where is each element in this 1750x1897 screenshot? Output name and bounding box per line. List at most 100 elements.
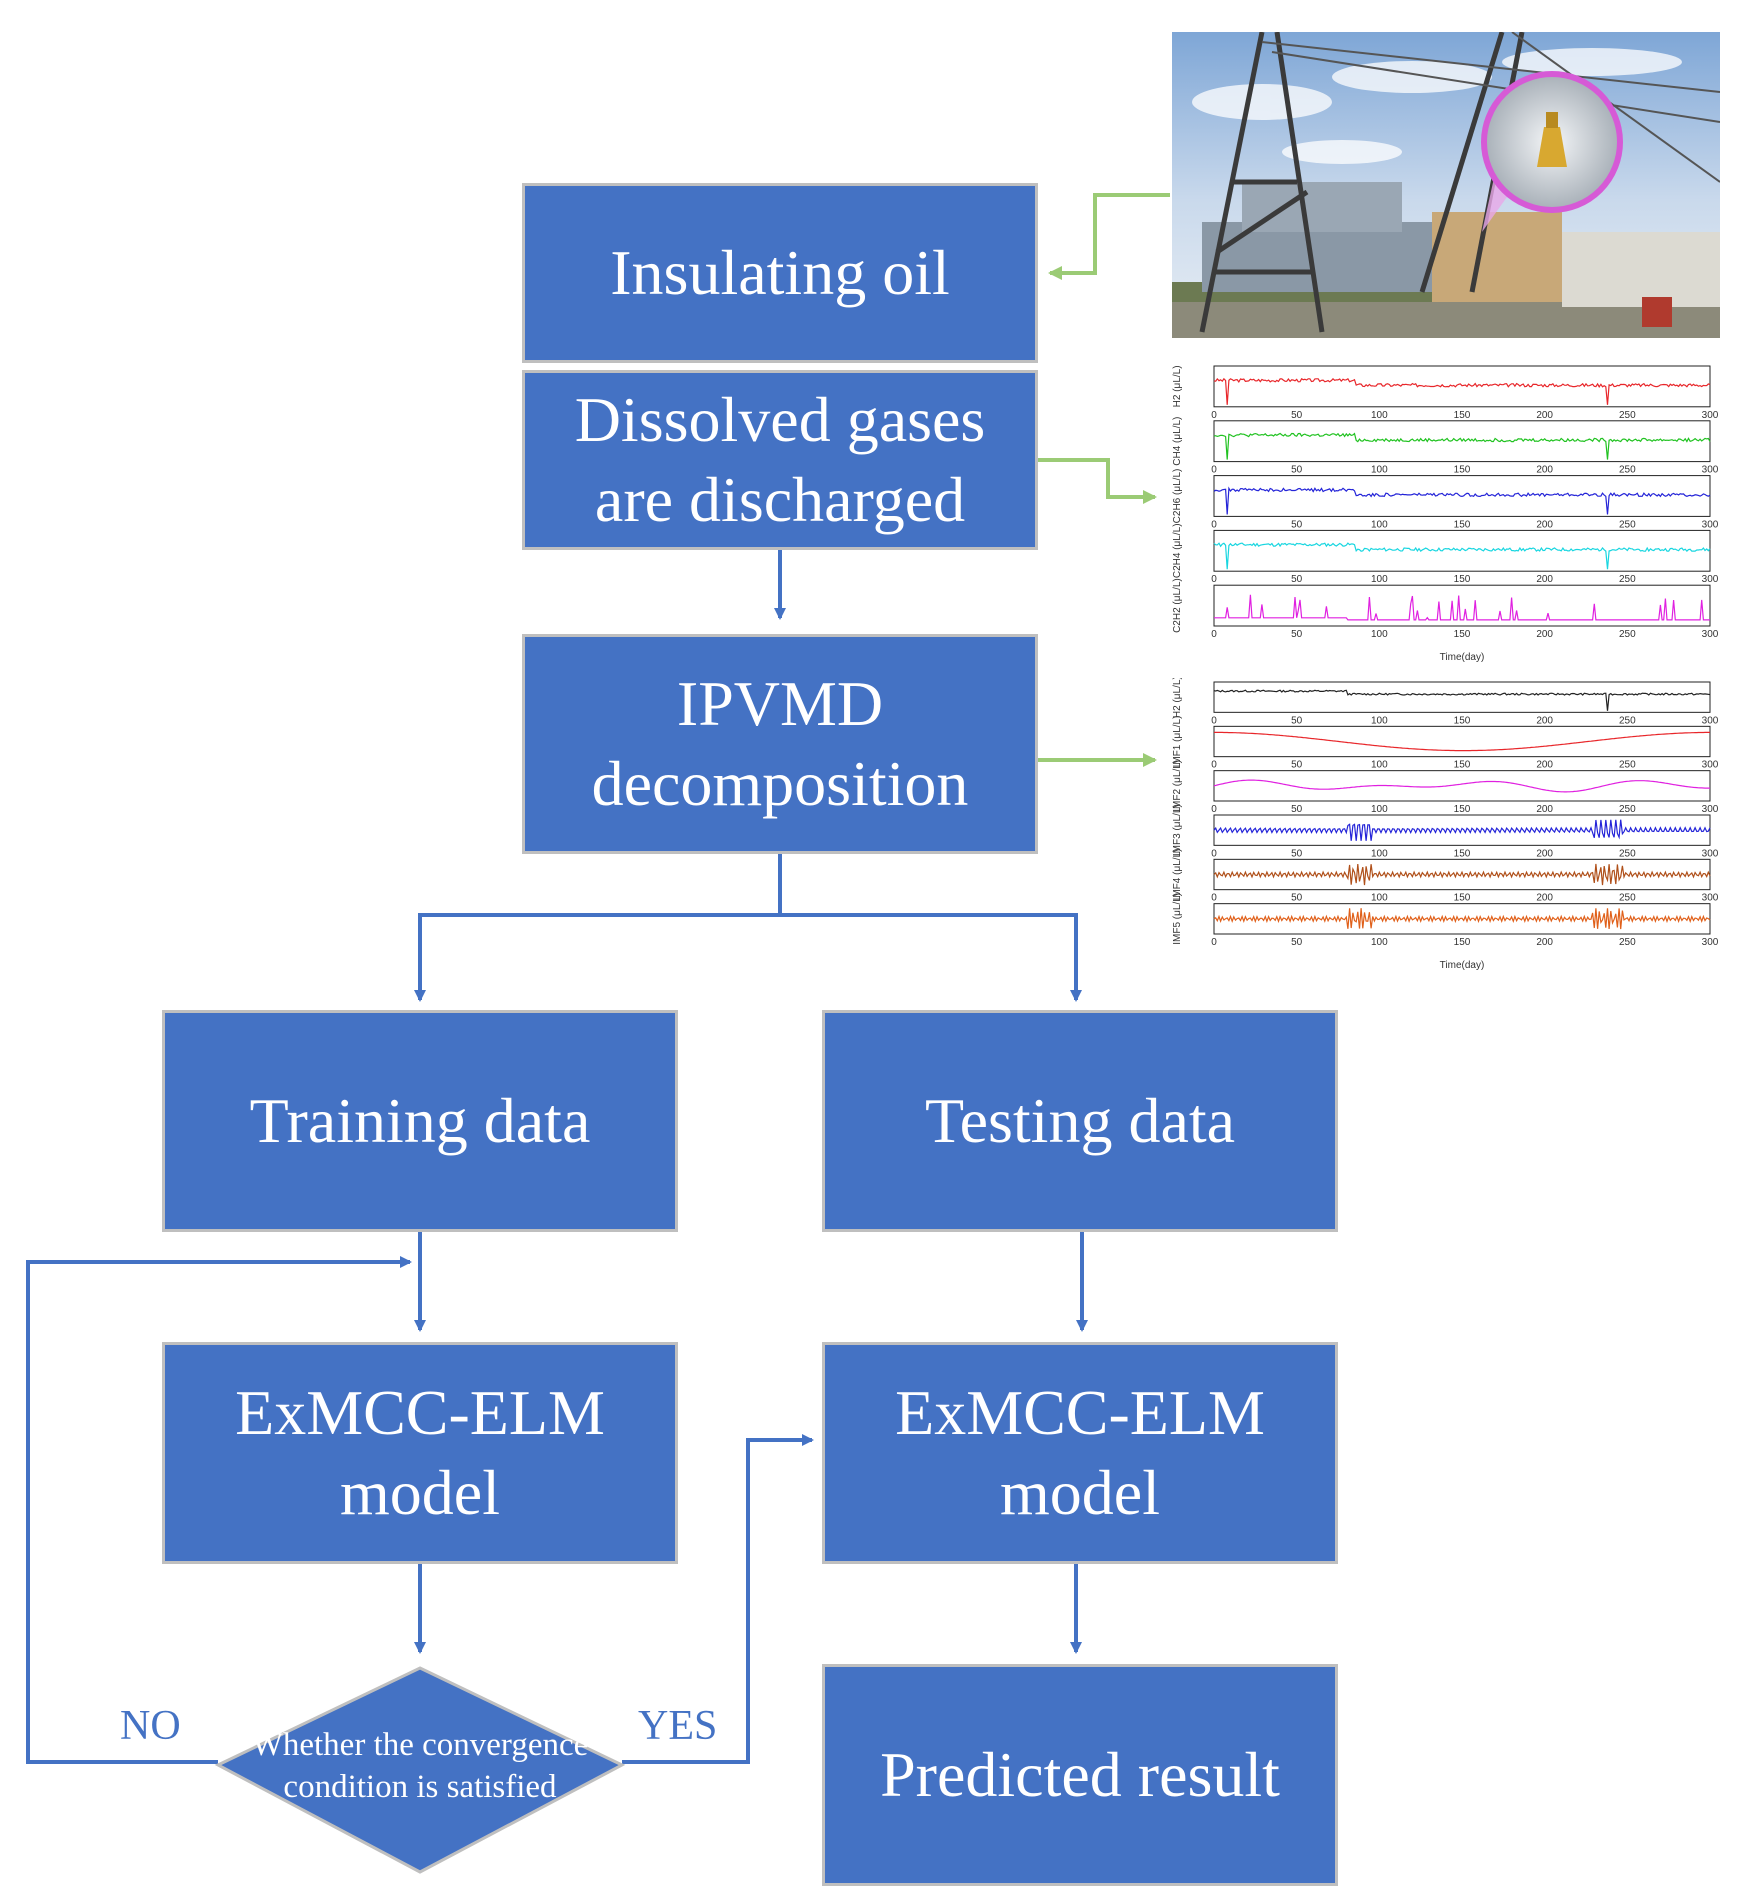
plot-series-line — [1214, 594, 1710, 621]
ipvmd-label-1: IPVMD — [676, 668, 884, 739]
plot-tick-label: 100 — [1371, 574, 1388, 585]
ipvmd-box: IPVMD decomposition — [522, 634, 1038, 854]
plot-tick-label: 50 — [1291, 937, 1303, 948]
plot-series-line — [1213, 819, 1711, 841]
plot-ylabel: CH4 (μL/L) — [1172, 417, 1183, 466]
plot-tick-label: 0 — [1211, 937, 1217, 948]
plot-tick-label: 100 — [1371, 804, 1388, 815]
plot-row-1: CH4 (μL/L) 0 50 100 150 200 250 300 — [1172, 417, 1719, 476]
plot-series-line — [1213, 863, 1711, 886]
plot-tick-label: 100 — [1371, 715, 1388, 726]
plot-tick-label: 50 — [1291, 715, 1303, 726]
plot-series-line — [1214, 731, 1710, 752]
plot-tick-label: 0 — [1211, 629, 1217, 640]
plot-series-line — [1213, 486, 1711, 515]
plot-tick-label: 50 — [1291, 893, 1303, 904]
plot-ylabel: H2 (μL/L) — [1172, 678, 1183, 718]
plot-tick-label: 250 — [1619, 715, 1636, 726]
plot-tick-label: 0 — [1211, 465, 1217, 476]
model-right-label-2: model — [1000, 1457, 1160, 1528]
plot-tick-label: 300 — [1702, 574, 1719, 585]
plot-tick-label: 250 — [1619, 848, 1636, 859]
plot-tick-label: 250 — [1619, 465, 1636, 476]
arrow-ipvmd-to-training — [414, 852, 782, 1002]
plot-series-line — [1213, 542, 1711, 570]
ipvmd-label-2: decomposition — [591, 748, 969, 819]
dissolved-gases-label-1: Dissolved gases — [574, 384, 986, 455]
plot-tick-label: 0 — [1211, 715, 1217, 726]
training-data-label: Training data — [249, 1085, 591, 1156]
plot-tick-label: 50 — [1291, 629, 1303, 640]
plot-tick-label: 0 — [1211, 519, 1217, 530]
yes-label: YES — [638, 1703, 718, 1749]
plot-tick-label: 300 — [1702, 760, 1719, 771]
plot-ylabel: C2H2 (μL/L) — [1172, 578, 1183, 633]
dissolved-gases-box: Dissolved gases are discharged — [522, 370, 1038, 550]
plot-tick-label: 300 — [1702, 893, 1719, 904]
insulating-oil-label: Insulating oil — [610, 237, 950, 308]
plot-tick-label: 200 — [1536, 574, 1553, 585]
plot-tick-label: 50 — [1291, 410, 1303, 421]
plot-tick-label: 0 — [1211, 410, 1217, 421]
plot-tick-label: 100 — [1371, 760, 1388, 771]
plot-tick-label: 300 — [1702, 410, 1719, 421]
plot-tick-label: 0 — [1211, 574, 1217, 585]
plot-ylabel: IMF3 (μL/L) — [1172, 804, 1183, 856]
plot-xlabel: Time(day) — [1440, 960, 1485, 970]
plot-series-line — [1213, 432, 1711, 460]
plot-tick-label: 100 — [1371, 465, 1388, 476]
plot-tick-label: 200 — [1536, 893, 1553, 904]
plot-tick-label: 50 — [1291, 465, 1303, 476]
imf-plot-svg: H2 (μL/L) 0 50 100 150 200 250 300 IMF1 (μL/L) 0 5… — [1172, 676, 1719, 971]
model-left-label-1: ExMCC-ELM — [235, 1377, 605, 1448]
plot-tick-label: 0 — [1211, 848, 1217, 859]
plot-tick-label: 0 — [1211, 804, 1217, 815]
plot-tick-label: 100 — [1371, 410, 1388, 421]
plot-tick-label: 150 — [1454, 629, 1471, 640]
plot-tick-label: 100 — [1371, 893, 1388, 904]
plot-tick-label: 250 — [1619, 574, 1636, 585]
plot-tick-label: 50 — [1291, 519, 1303, 530]
substation-photo — [1172, 32, 1720, 338]
plot-tick-label: 200 — [1536, 629, 1553, 640]
plot-tick-label: 150 — [1454, 465, 1471, 476]
model-right-box: ExMCC-ELM model — [822, 1342, 1338, 1564]
plot-tick-label: 250 — [1619, 629, 1636, 640]
plot-tick-label: 300 — [1702, 937, 1719, 948]
insulating-oil-box: Insulating oil — [522, 183, 1038, 363]
plot-tick-label: 250 — [1619, 760, 1636, 771]
plot-series-line — [1213, 689, 1711, 711]
plot-tick-label: 100 — [1371, 937, 1388, 948]
plot-ylabel: IMF5 (μL/L) — [1172, 893, 1183, 945]
plot-tick-label: 150 — [1454, 760, 1471, 771]
decision-line-2: condition is satisfied — [283, 1769, 557, 1805]
plot-tick-label: 200 — [1536, 519, 1553, 530]
plot-tick-label: 300 — [1702, 465, 1719, 476]
plot-tick-label: 150 — [1454, 574, 1471, 585]
decision-line-1: Whether the convergence — [251, 1727, 589, 1763]
decision-text: Whether the convergence condition is sat… — [228, 1724, 612, 1808]
plot-tick-label: 100 — [1371, 629, 1388, 640]
plot-tick-label: 150 — [1454, 804, 1471, 815]
plot-tick-label: 50 — [1291, 848, 1303, 859]
plot-ylabel: H2 (μL/L) — [1172, 365, 1183, 407]
plot-tick-label: 250 — [1619, 410, 1636, 421]
predicted-result-label: Predicted result — [880, 1739, 1280, 1810]
plot-tick-label: 50 — [1291, 574, 1303, 585]
plot-tick-label: 200 — [1536, 465, 1553, 476]
plot-ylabel: IMF4 (μL/L) — [1172, 849, 1183, 901]
predicted-result-box: Predicted result — [822, 1664, 1338, 1886]
plot-tick-label: 150 — [1454, 519, 1471, 530]
plot-tick-label: 150 — [1454, 937, 1471, 948]
plot-ylabel: C2H4 (μL/L) — [1172, 523, 1183, 578]
plot-tick-label: 150 — [1454, 893, 1471, 904]
plot-ylabel: IMF1 (μL/L) — [1172, 716, 1183, 768]
model-left-label-2: model — [340, 1457, 500, 1528]
